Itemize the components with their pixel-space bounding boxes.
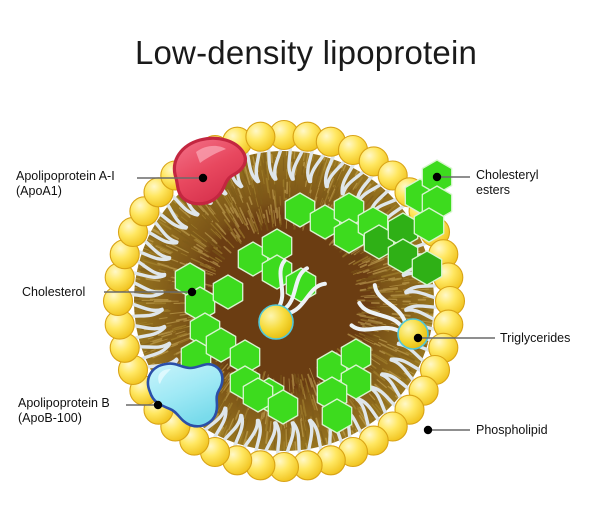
apolipoprotein-a1-shape xyxy=(172,136,247,206)
label-phospholipid: Phospholipid xyxy=(476,423,548,437)
apolipoprotein-b100-shape xyxy=(146,362,224,428)
label-cholesterol: Cholesterol xyxy=(22,285,86,299)
cholesteryl-ester-cluster xyxy=(174,159,453,434)
label-apolipoprotein-a1: Apolipoprotein A-I(ApoA1) xyxy=(16,169,115,198)
page-title: Low-density lipoprotein xyxy=(134,34,478,71)
label-triglycerides: Triglycerides xyxy=(500,331,571,345)
label-apolipoprotein-b100: Apolipoprotein B(ApoB-100) xyxy=(18,396,110,425)
triglyceride-group xyxy=(258,258,429,350)
leader-lines xyxy=(104,172,495,435)
